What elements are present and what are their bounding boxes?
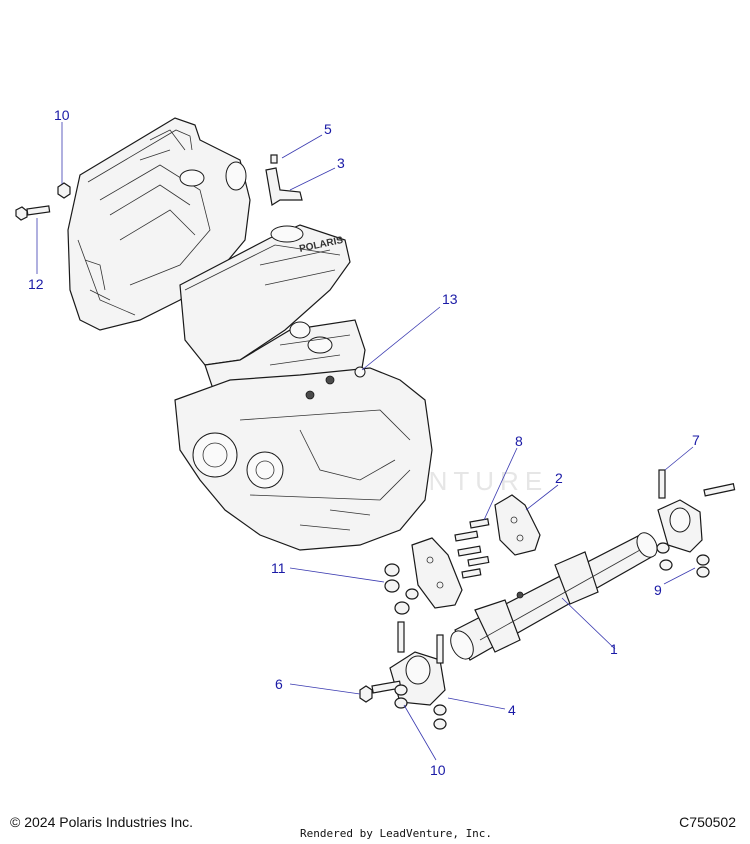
callout-13: 13 xyxy=(442,291,458,307)
nuts-11 xyxy=(384,563,419,615)
bolts-8 xyxy=(454,518,490,579)
callout-2: 2 xyxy=(555,470,563,486)
nut-10-top xyxy=(57,182,71,199)
diagram-code: C750502 xyxy=(679,814,736,830)
engine-assembly: POLARIS xyxy=(174,224,433,551)
bracket-3 xyxy=(265,167,303,206)
mount-plate-2 xyxy=(494,494,541,556)
mount-plate-center xyxy=(411,537,463,609)
callout-4: 4 xyxy=(508,702,516,718)
callout-5: 5 xyxy=(324,121,332,137)
copyright-text: © 2024 Polaris Industries Inc. xyxy=(10,814,194,830)
screw-5 xyxy=(270,154,278,164)
callout-9: 9 xyxy=(654,582,662,598)
callout-11: 11 xyxy=(271,560,286,576)
callouts: 10 5 3 12 13 8 2 7 11 9 1 6 4 10 xyxy=(28,107,700,778)
leader-lines xyxy=(36,122,696,761)
callout-1: 1 xyxy=(610,641,618,657)
callout-12: 12 xyxy=(28,276,44,292)
washers-9 xyxy=(656,542,710,578)
callout-3: 3 xyxy=(337,155,345,171)
callout-6: 6 xyxy=(275,676,283,692)
callout-10-top: 10 xyxy=(54,107,70,123)
bolt-12 xyxy=(15,205,51,221)
callout-8: 8 xyxy=(515,433,523,449)
rendered-by-text: Rendered by LeadVenture, Inc. xyxy=(300,827,493,840)
tube-shaft-1 xyxy=(450,532,658,661)
callout-7: 7 xyxy=(692,432,700,448)
bolt-6 xyxy=(359,680,402,703)
callout-10-bottom: 10 xyxy=(430,762,446,778)
bolt-7 xyxy=(658,469,736,499)
nuts-10-bottom xyxy=(394,684,447,730)
